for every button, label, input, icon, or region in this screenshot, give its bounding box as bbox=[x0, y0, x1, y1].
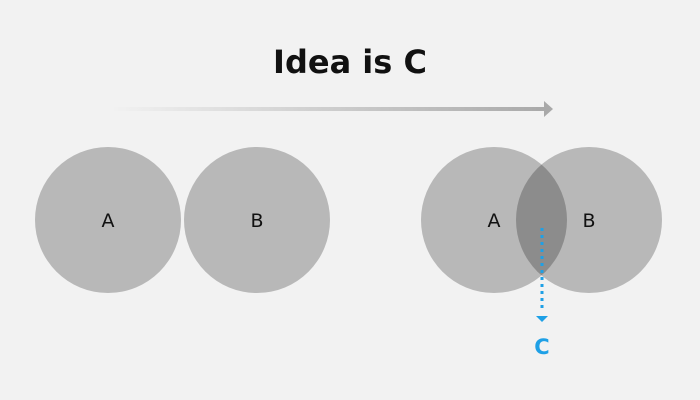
circle-a-left-label: A bbox=[102, 210, 115, 232]
arrow-shaft bbox=[110, 107, 546, 111]
separate-circles: A B bbox=[35, 147, 330, 293]
circle-b-right-label: B bbox=[582, 210, 595, 232]
circle-b-left-label: B bbox=[250, 210, 263, 232]
arrow-head-icon bbox=[544, 101, 553, 117]
circle-a-right-label: A bbox=[488, 210, 501, 232]
result-pointer: C bbox=[534, 228, 550, 359]
diagram-title: Idea is C bbox=[273, 43, 427, 81]
overlapping-circles: A B bbox=[421, 147, 662, 293]
result-label: C bbox=[534, 335, 549, 359]
progress-arrow bbox=[110, 101, 553, 117]
circle-b-left bbox=[184, 147, 330, 293]
overlap-region bbox=[516, 147, 567, 293]
circle-a-left bbox=[35, 147, 181, 293]
pointer-arrow-icon bbox=[536, 316, 548, 322]
